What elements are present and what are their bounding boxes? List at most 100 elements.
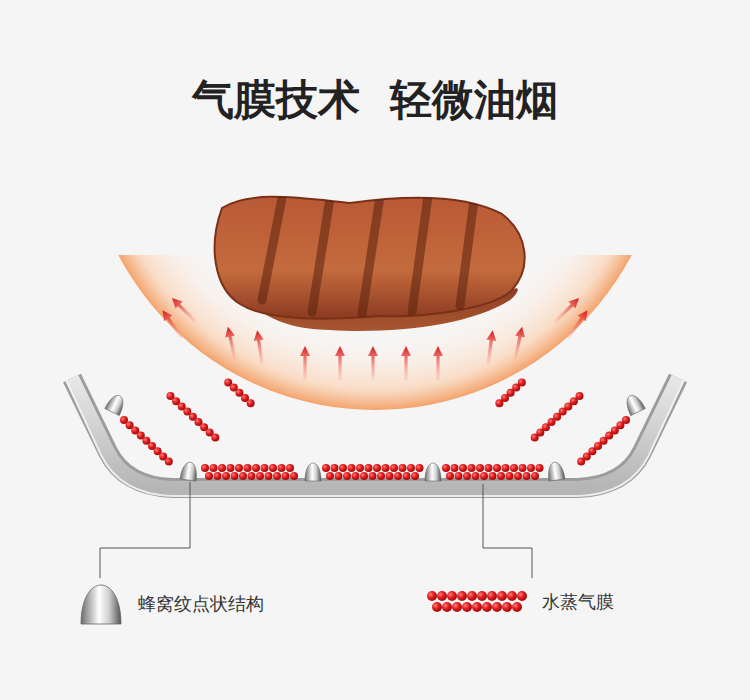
heat-arrow xyxy=(168,294,199,325)
steam-dot xyxy=(222,472,230,480)
steam-dot xyxy=(322,464,330,472)
legend-symbol xyxy=(78,582,124,626)
steam-dot xyxy=(468,464,476,472)
steam-dot xyxy=(261,464,269,472)
pan-wall-outer xyxy=(72,378,678,488)
heat-glow xyxy=(85,255,665,410)
steam-dot xyxy=(399,464,407,472)
steam-dot xyxy=(382,464,390,472)
steam-dot-symbol xyxy=(482,602,492,612)
steam-dot xyxy=(451,464,459,472)
steam-dot xyxy=(510,464,518,472)
steam-dot xyxy=(386,472,394,480)
honeycomb-dot xyxy=(623,392,645,415)
steam-dot xyxy=(248,472,256,480)
legend-label: 水蒸气膜 xyxy=(542,590,614,614)
steam-dot-symbol xyxy=(462,602,472,612)
steam-dot xyxy=(214,472,222,480)
steam-dot xyxy=(446,472,454,480)
title: 气膜技术 轻微油烟 xyxy=(0,72,750,128)
steam-dot xyxy=(416,464,424,472)
steam-dot xyxy=(227,464,235,472)
steam-dot-symbol xyxy=(477,591,487,601)
steam-dot xyxy=(407,464,415,472)
heat-arrows xyxy=(158,294,591,380)
steam-dot-symbol xyxy=(457,591,467,601)
steam-dot xyxy=(459,464,467,472)
steam-dot-symbol xyxy=(452,602,462,612)
steam-dot xyxy=(256,472,264,480)
steam-dot xyxy=(210,464,218,472)
steam-dot-symbol xyxy=(447,591,457,601)
honeycomb-dot-symbol xyxy=(81,585,121,624)
heat-arrow xyxy=(252,330,267,365)
steam-dot xyxy=(373,464,381,472)
steam-dot xyxy=(326,472,334,480)
honeycomb-dot xyxy=(305,463,321,481)
steam-dot xyxy=(286,464,294,472)
steam-dot xyxy=(239,472,247,480)
steam-dot xyxy=(514,472,522,480)
steam-dot-symbol xyxy=(497,591,507,601)
steam-dot-symbol xyxy=(427,591,437,601)
steam-dot xyxy=(365,464,373,472)
steam-dot xyxy=(265,472,273,480)
honeycomb-dot xyxy=(105,392,127,415)
heat-arrow xyxy=(158,307,186,341)
heat-arrow xyxy=(433,346,443,380)
heat-arrow xyxy=(510,326,527,361)
heat-arrow xyxy=(564,307,592,341)
steam-dot-symbol xyxy=(502,602,512,612)
steam-dot xyxy=(536,464,544,472)
steam-dot xyxy=(472,472,480,480)
heat-arrow xyxy=(551,294,582,325)
steam-dot xyxy=(218,464,226,472)
heat-arrow xyxy=(335,346,345,380)
steam-dot xyxy=(278,464,286,472)
pan-wall xyxy=(72,378,678,488)
steam-dot xyxy=(531,434,539,442)
steam-dot xyxy=(531,472,539,480)
steam-dot-symbol xyxy=(492,602,502,612)
steam-dot xyxy=(343,472,351,480)
steam-dot xyxy=(335,472,343,480)
steam-dot-symbol xyxy=(507,591,517,601)
legend-label: 蜂窝纹点状结构 xyxy=(138,592,264,616)
steam-dot xyxy=(348,464,356,472)
steam-dot xyxy=(463,472,471,480)
steam-dot xyxy=(489,472,497,480)
steam-film xyxy=(120,378,630,480)
honeycomb-dot xyxy=(425,463,441,481)
steam-dot xyxy=(231,472,239,480)
steam-dot-symbol xyxy=(432,602,442,612)
legend-symbol xyxy=(424,588,528,616)
steam-dot xyxy=(411,472,419,480)
steam-dot xyxy=(269,464,277,472)
steam-dot xyxy=(282,472,290,480)
honeycomb-dot xyxy=(180,461,198,481)
steam-dot xyxy=(201,464,209,472)
steam-dot xyxy=(331,464,339,472)
steam-dot-symbol xyxy=(512,602,522,612)
heat-arrow xyxy=(401,346,411,380)
steam-dot xyxy=(495,399,503,407)
steam-dot xyxy=(519,464,527,472)
steam-dot xyxy=(403,472,411,480)
steam-dot xyxy=(394,472,402,480)
steam-dot-symbol xyxy=(517,591,527,601)
leader-lines xyxy=(100,482,532,578)
steam-dot xyxy=(247,399,255,407)
steam-dot xyxy=(442,464,450,472)
pan-highlight xyxy=(66,380,684,496)
steam-dot xyxy=(235,464,243,472)
heat-arrow xyxy=(483,330,498,365)
steam-dot xyxy=(252,464,260,472)
heat-arrow xyxy=(300,346,310,380)
legend-item: 水蒸气膜 xyxy=(424,588,614,616)
steam-dot xyxy=(369,472,377,480)
steam-dot xyxy=(480,472,488,480)
steam-dot xyxy=(390,464,398,472)
steam-dot xyxy=(527,464,535,472)
steam-dot-symbol xyxy=(442,602,452,612)
steam-dot-symbol xyxy=(437,591,447,601)
